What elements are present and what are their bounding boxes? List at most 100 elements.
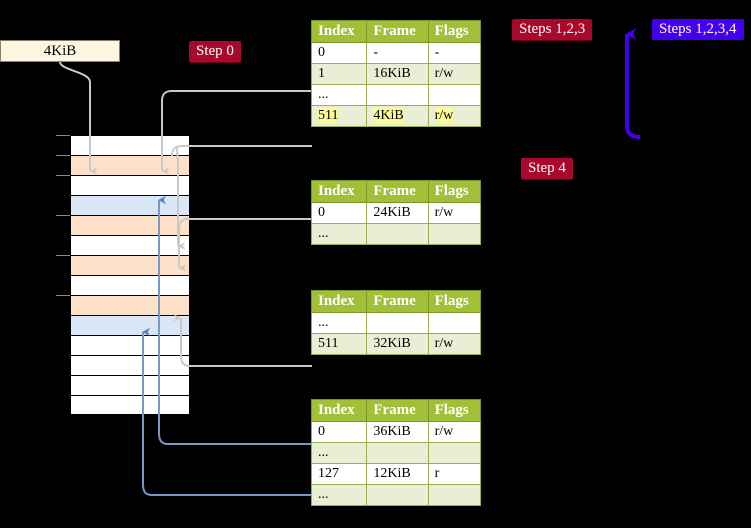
memory-frame-row	[70, 215, 190, 235]
table-cell: ...	[310, 312, 368, 334]
table-cell: -	[427, 42, 482, 64]
table-row[interactable]: 0--	[310, 42, 482, 64]
memory-frame-row	[70, 135, 190, 155]
table-cell	[366, 84, 429, 106]
memory-frame-row	[70, 255, 190, 275]
column-header-frame: Frame	[366, 20, 429, 43]
memory-tick-mark	[56, 155, 70, 156]
memory-frame-row	[70, 235, 190, 255]
memory-frame-row	[70, 155, 190, 175]
memory-frame-row	[70, 315, 190, 335]
highlighted-value: r/w	[434, 108, 454, 123]
column-header-frame: Frame	[366, 399, 429, 422]
highlighted-value: 4KiB	[373, 108, 404, 123]
table-cell	[427, 84, 482, 106]
table-cell: 1	[310, 63, 368, 85]
badge-step-4: Step 4	[521, 158, 573, 179]
memory-frame-row	[70, 375, 190, 395]
table-cell	[366, 223, 429, 245]
table-row[interactable]: ...	[310, 312, 482, 334]
memory-tick-mark	[56, 295, 70, 296]
frame-box-label: 4KiB	[43, 42, 77, 59]
memory-tick-mark	[56, 175, 70, 176]
badge-step-0-label: Step 0	[196, 43, 234, 59]
table-cell: ...	[310, 484, 368, 506]
table-cell	[427, 442, 482, 464]
table-cell: 0	[310, 421, 368, 443]
table-cell	[427, 223, 482, 245]
memory-tick-mark	[56, 215, 70, 216]
table-cell: 511	[310, 105, 368, 127]
memory-frame-row	[70, 295, 190, 315]
physical-memory-column	[56, 135, 190, 415]
badge-steps-1234-label: Steps 1,2,3,4	[659, 21, 737, 37]
badge-step-0: Step 0	[189, 41, 241, 62]
wire-pd-to-memory	[173, 314, 312, 367]
highlighted-value: 511	[318, 108, 339, 123]
table-cell: 0	[310, 202, 368, 224]
table-cell: 0	[310, 42, 368, 64]
badge-steps-123: Steps 1,2,3	[512, 19, 593, 40]
column-header-index: Index	[310, 290, 368, 313]
memory-frame-row	[70, 335, 190, 355]
memory-frame-row	[70, 355, 190, 375]
memory-frame-row	[70, 175, 190, 195]
column-header-frame: Frame	[366, 180, 429, 203]
table-row[interactable]: ...	[310, 484, 482, 506]
badge-steps-1234: Steps 1,2,3,4	[652, 19, 744, 40]
recursive-mapping-arrow	[625, 28, 641, 139]
column-header-flags: Flags	[427, 20, 482, 43]
table-cell: r/w	[427, 333, 482, 355]
table-row[interactable]: ...	[310, 84, 482, 106]
table-cell	[366, 312, 429, 334]
table-cell: r/w	[427, 63, 482, 85]
memory-frame-row	[70, 395, 190, 415]
frame-box-4kib: 4KiB	[0, 40, 120, 62]
table-row[interactable]: 511 4KiB r/w	[310, 105, 482, 127]
table-cell: r/w	[427, 421, 482, 443]
badge-steps-123-label: Steps 1,2,3	[519, 21, 586, 37]
table-cell	[366, 442, 429, 464]
table-cell	[427, 484, 482, 506]
column-header-index: Index	[310, 180, 368, 203]
badge-step-4-label: Step 4	[528, 160, 566, 176]
column-header-flags: Flags	[427, 399, 482, 422]
column-header-flags: Flags	[427, 290, 482, 313]
table-cell: 16KiB	[366, 63, 429, 85]
memory-frame-row	[70, 275, 190, 295]
table-cell	[427, 312, 482, 334]
column-header-flags: Flags	[427, 180, 482, 203]
wire-pml4-row511-to-memory	[171, 145, 312, 157]
table-cell: -	[366, 42, 429, 64]
table-cell: r/w	[427, 202, 482, 224]
table-cell: 36KiB	[366, 421, 429, 443]
memory-tick-mark	[56, 255, 70, 256]
table-row[interactable]: ...	[310, 223, 482, 245]
table-row[interactable]: ...	[310, 442, 482, 464]
column-header-frame: Frame	[366, 290, 429, 313]
table-cell: 32KiB	[366, 333, 429, 355]
table-cell: ...	[310, 84, 368, 106]
table-cell: r	[427, 463, 482, 485]
table-cell: 511	[310, 333, 368, 355]
table-cell: r/w	[427, 105, 482, 127]
memory-frame-row	[70, 195, 190, 215]
table-cell: ...	[310, 223, 368, 245]
table-cell: 12KiB	[366, 463, 429, 485]
table-cell: ...	[310, 442, 368, 464]
table-cell: 24KiB	[366, 202, 429, 224]
